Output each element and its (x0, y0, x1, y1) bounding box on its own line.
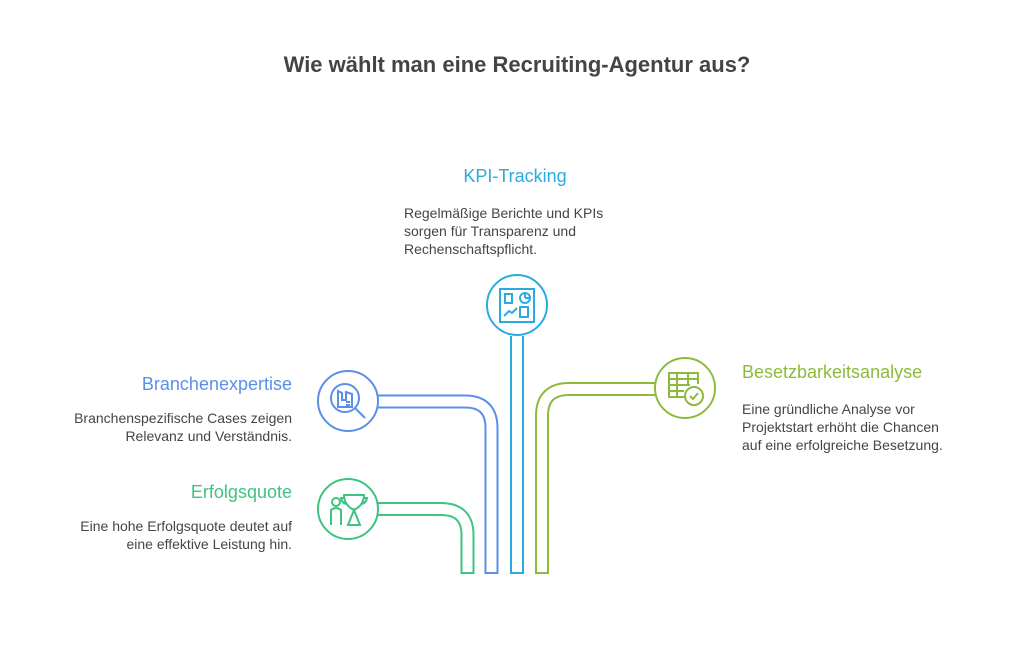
desc-line: Regelmäßige Berichte und KPIs (404, 205, 604, 221)
besetz-circle (654, 357, 716, 419)
kpi-circle (486, 274, 548, 336)
desc-line: sorgen für Transparenz und (404, 223, 576, 239)
pipe-erfolg (370, 502, 475, 574)
diagram-title: Wie wählt man eine Recruiting-Agentur au… (283, 52, 751, 77)
besetz-description: Eine gründliche Analyse vor Projektstart… (742, 400, 943, 454)
desc-line: auf eine erfolgreiche Besetzung. (742, 437, 943, 453)
table-check-icon (668, 372, 704, 406)
branche-description: Branchenspezifische Cases zeigen Relevan… (74, 409, 292, 445)
erfolg-description: Eine hohe Erfolgsquote deutet auf eine e… (80, 517, 292, 553)
pipe-besetz (535, 382, 663, 574)
desc-line: Projektstart erhöht die Chancen (742, 419, 939, 435)
besetz-heading: Besetzbarkeitsanalyse (742, 362, 923, 382)
desc-line: Rechenschaftspflicht. (404, 241, 538, 257)
desc-line: Branchenspezifische Cases zeigen (74, 410, 292, 426)
person-trophy-icon (330, 494, 369, 526)
kpi-heading: KPI-Tracking (463, 166, 567, 186)
dashboard-icon (499, 288, 535, 323)
kpi-description: Regelmäßige Berichte und KPIs sorgen für… (404, 204, 603, 258)
industry-search-icon (330, 383, 366, 419)
erfolg-heading: Erfolgsquote (190, 482, 292, 502)
desc-line: Eine hohe Erfolgsquote deutet auf (80, 518, 292, 534)
desc-line: eine effektive Leistung hin. (126, 536, 292, 552)
desc-line: Relevanz und Verständnis. (125, 428, 292, 444)
desc-line: Eine gründliche Analyse vor (742, 401, 915, 417)
branche-heading: Branchenexpertise (141, 374, 292, 394)
erfolg-circle (317, 478, 379, 540)
pipe-branche (370, 394, 499, 574)
